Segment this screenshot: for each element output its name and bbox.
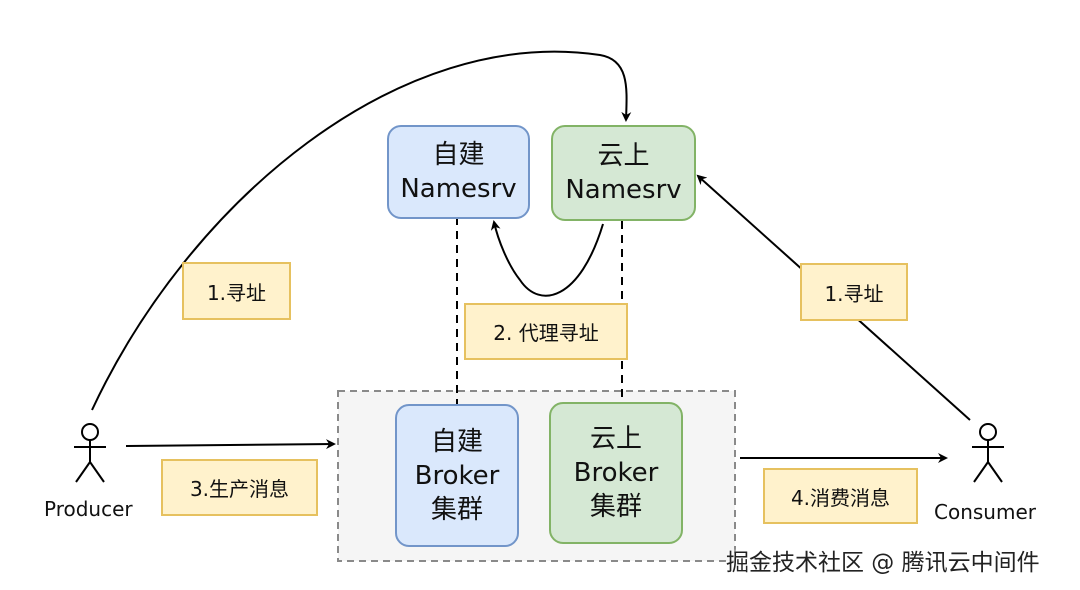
self-broker-node: 自建 Broker 集群 xyxy=(395,404,519,547)
self-broker-line3: 集群 xyxy=(430,494,483,525)
self-namesrv-line1: 自建 xyxy=(432,140,485,170)
consumer-actor-icon xyxy=(972,423,1004,483)
cloud-namesrv-line2: Namesrv xyxy=(565,175,682,205)
proxy-lookup-label: 2. 代理寻址 xyxy=(464,303,628,360)
consume-label: 4.消费消息 xyxy=(763,468,918,524)
cloud-namesrv-line1: 云上 xyxy=(597,141,650,171)
cloud-namesrv-node: 云上 Namesrv xyxy=(551,125,696,221)
cloud-broker-line3: 集群 xyxy=(589,492,642,522)
producer-actor-icon xyxy=(74,423,106,483)
cloud-broker-node: 云上 Broker 集群 xyxy=(549,402,683,544)
self-broker-line1: 自建 xyxy=(430,426,483,457)
watermark-text: 掘金技术社区 @ 腾讯云中间件 xyxy=(726,550,1040,576)
produce-label: 3.生产消息 xyxy=(161,459,318,516)
producer-lookup-arrow xyxy=(91,50,632,411)
proxy-lookup-arrow xyxy=(490,220,604,297)
cloud-broker-line2: Broker xyxy=(573,458,659,488)
consumer-lookup-label: 1.寻址 xyxy=(800,263,908,321)
consumer-label: Consumer xyxy=(934,500,1036,524)
self-broker-line2: Broker xyxy=(414,460,500,491)
producer-lookup-label: 1.寻址 xyxy=(182,262,291,320)
producer-label: Producer xyxy=(44,497,133,521)
produce-arrow xyxy=(125,439,336,450)
self-namesrv-node: 自建 Namesrv xyxy=(387,125,530,219)
cloud-broker-line1: 云上 xyxy=(589,424,642,454)
self-namesrv-line2: Namesrv xyxy=(400,174,517,204)
